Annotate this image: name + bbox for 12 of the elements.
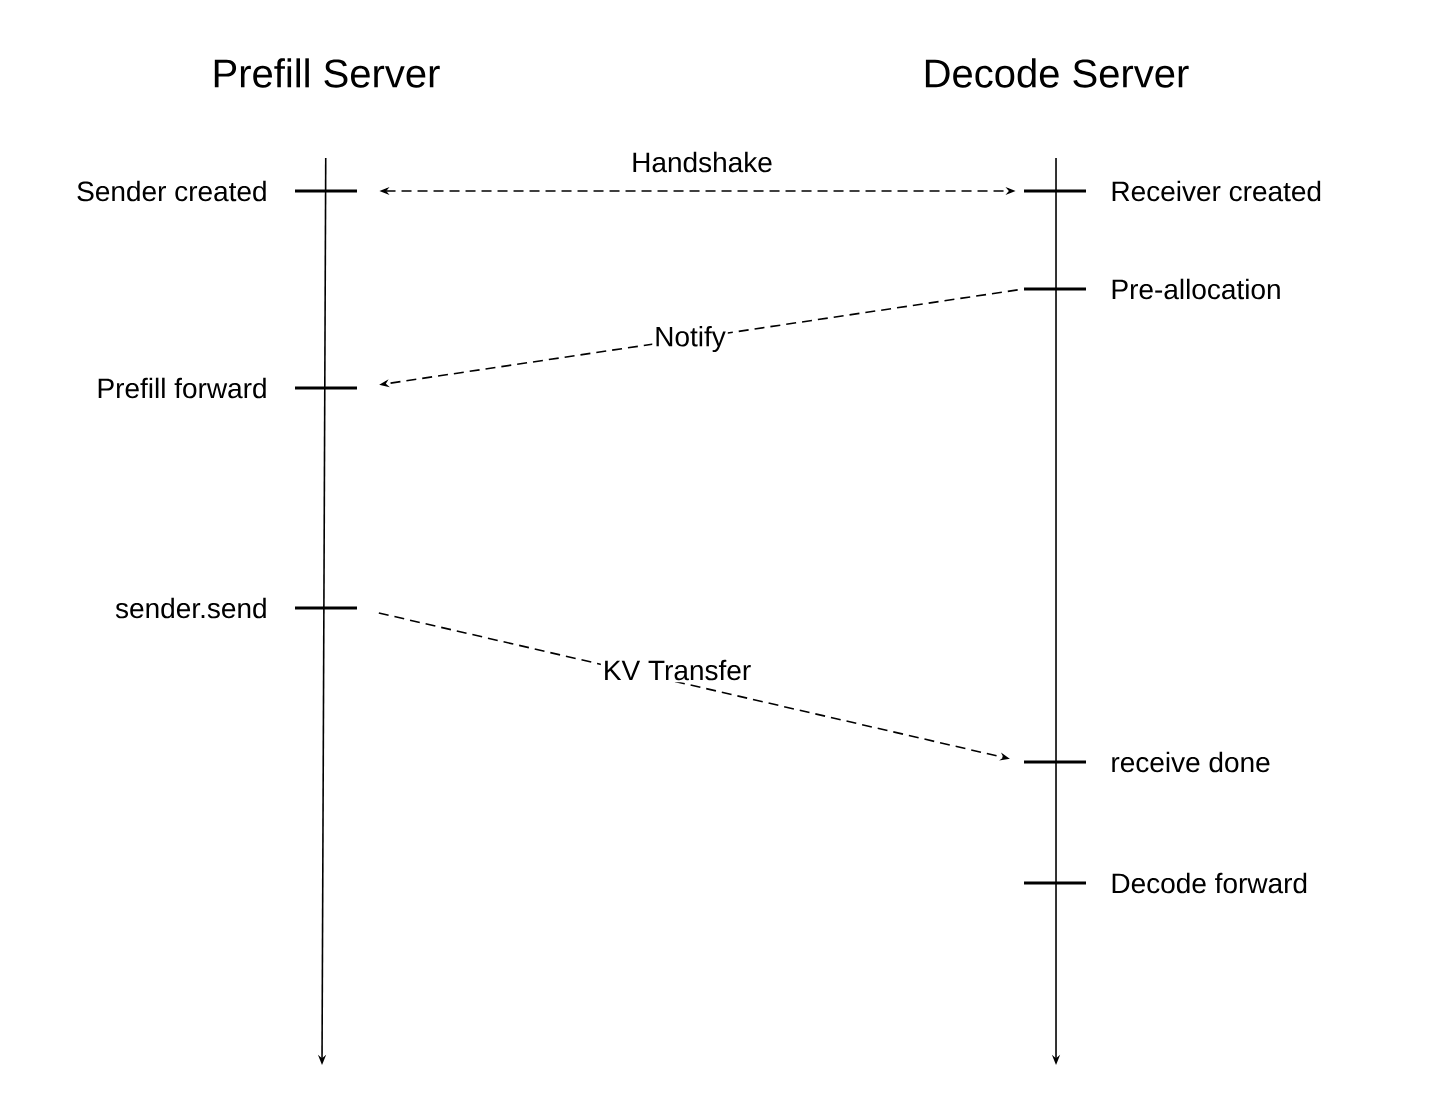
event-label: sender.send [115,597,266,619]
event-label: Prefill forward [98,377,266,399]
event-label: receive done [1112,751,1270,773]
server-title: Decode Server [925,58,1189,88]
server-title: Prefill Server [214,58,440,88]
edge-label: KV Transfer [600,657,754,683]
event-label: Sender created [77,180,266,202]
event-label: Pre-allocation [1112,278,1280,300]
event-label: Receiver created [1112,180,1321,202]
event-label: Decode forward [1112,872,1307,894]
edge-label: Handshake [629,149,775,175]
edge-label: Notify [652,323,728,355]
